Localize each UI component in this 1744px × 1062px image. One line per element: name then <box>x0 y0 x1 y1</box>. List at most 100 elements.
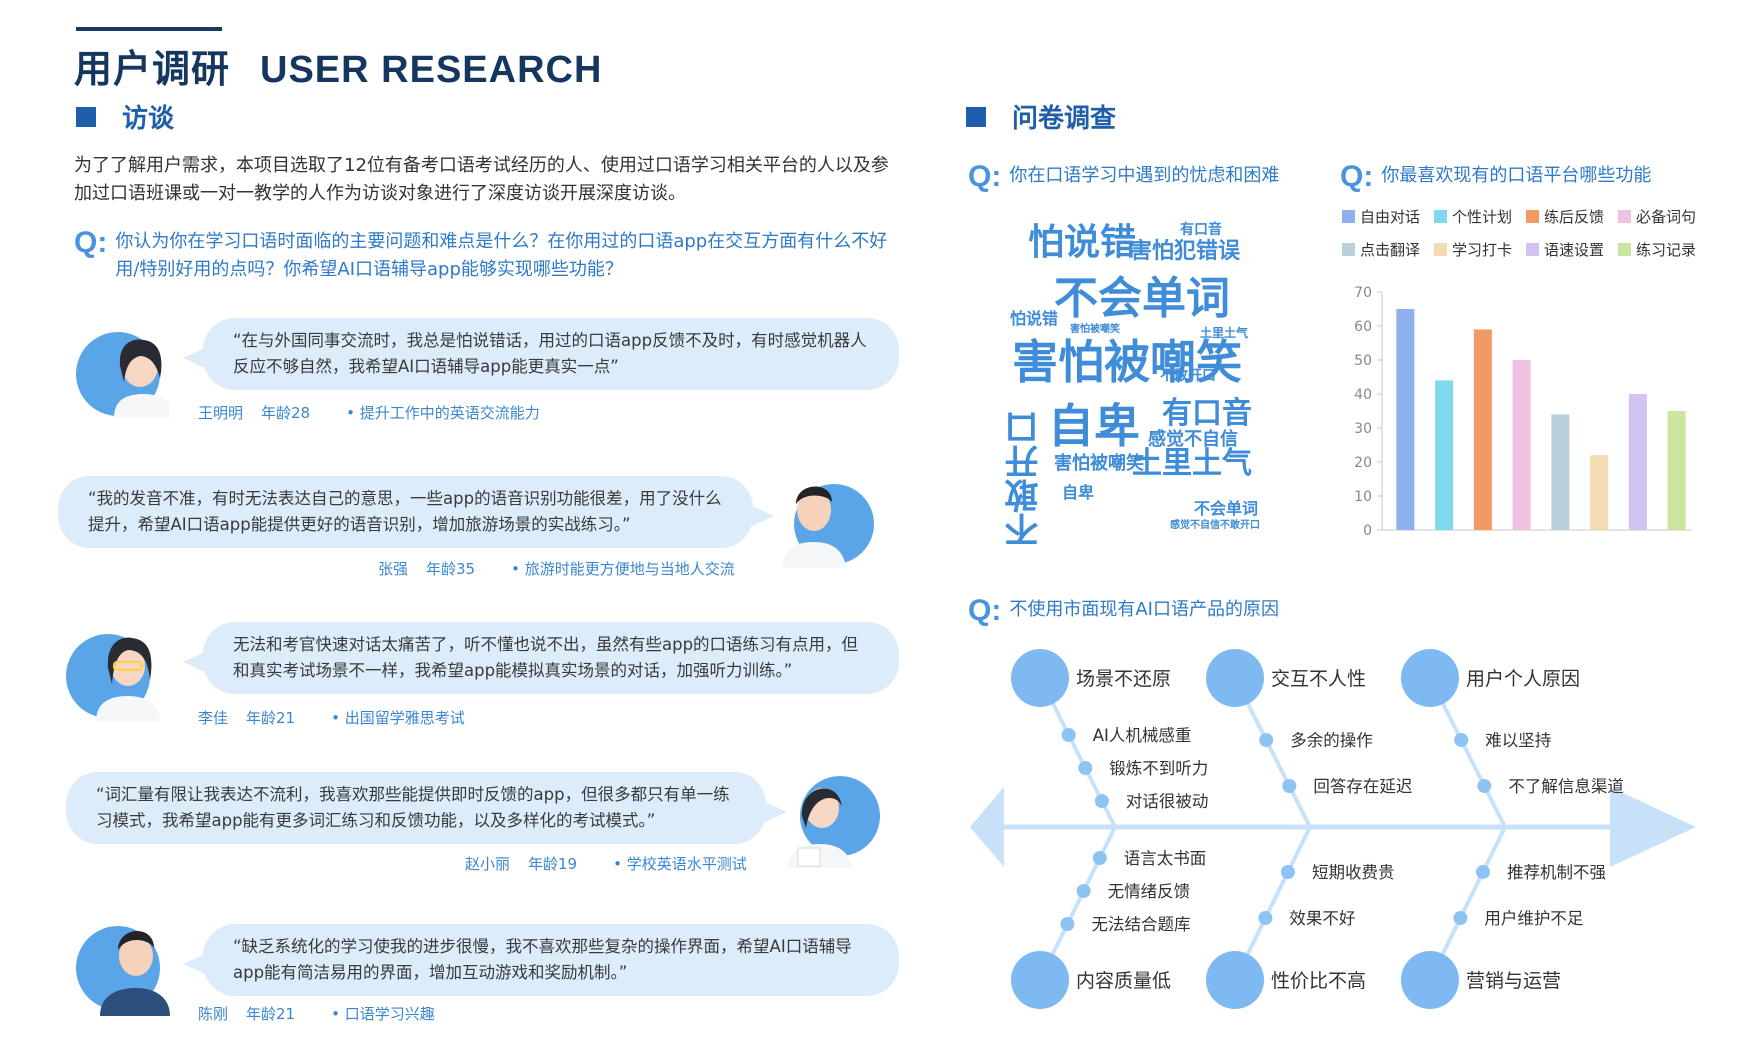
y-tick-label: 0 <box>1363 523 1372 539</box>
word-cloud-word: 怕说错 <box>1010 309 1059 328</box>
cause-circle <box>1011 951 1069 1009</box>
cause-circle <box>1011 649 1069 707</box>
survey-question-3-text: 不使用市面现有AI口语产品的原因 <box>1009 599 1279 620</box>
interviewee-goal: • 出国留学雅思考试 <box>331 709 465 727</box>
page-title-en: USER RESEARCH <box>260 49 603 91</box>
quote-text: “缺乏系统化的学习使我的进步很慢，我不喜欢那些复杂的操作界面，希望AI口语辅导a… <box>233 937 852 982</box>
y-tick-label: 50 <box>1354 353 1372 369</box>
interviewee-meta: 李佳年龄21• 出国留学雅思考试 <box>198 707 483 728</box>
word-cloud-word: 感觉不自信 <box>1148 429 1238 450</box>
item-dot <box>1258 911 1273 925</box>
legend-swatch <box>1434 243 1448 256</box>
y-tick-label: 20 <box>1354 455 1372 471</box>
legend-label: 必备词句 <box>1636 208 1697 226</box>
cause-item: 锻炼不到听力 <box>1109 759 1208 778</box>
legend-item: 练后反馈 <box>1526 206 1604 227</box>
bar-2 <box>1435 380 1454 530</box>
chart-legend: 自由对话 个性计划 练后反馈 必备词句 点击翻译 学习打卡 语速设置 练习记录 <box>1342 206 1722 272</box>
survey-question-3: Q: 不使用市面现有AI口语产品的原因 <box>968 596 1279 626</box>
item-dot <box>1061 728 1076 742</box>
legend-swatch <box>1618 210 1632 223</box>
quote-text: 无法和考官快速对话太痛苦了，听不懂也说不出，虽然有些app的口语练习有点用，但和… <box>233 635 859 680</box>
interviewee-name: 陈刚 <box>198 1005 229 1023</box>
q-mark: Q: <box>74 226 108 259</box>
y-tick-label: 70 <box>1354 285 1372 301</box>
cause-item: 用户维护不足 <box>1484 909 1583 928</box>
bubble-tail <box>183 652 205 672</box>
q-mark: Q: <box>968 160 1002 193</box>
y-tick-label: 60 <box>1354 319 1372 335</box>
y-tick-label: 40 <box>1354 387 1372 403</box>
interview-heading-text: 访谈 <box>122 104 175 134</box>
cause-item: 回答存在延迟 <box>1313 777 1412 796</box>
cause-heading: 场景不还原 <box>1076 668 1171 690</box>
interviewee-age: 年龄21 <box>246 1005 296 1023</box>
interviewee-name: 张强 <box>378 560 409 578</box>
quote-bubble: “缺乏系统化的学习使我的进步很慢，我不喜欢那些复杂的操作界面，希望AI口语辅导a… <box>203 924 899 996</box>
legend-swatch <box>1342 243 1355 256</box>
square-icon <box>76 106 96 127</box>
legend-swatch <box>1618 243 1632 256</box>
cause-item: 多余的操作 <box>1290 731 1373 750</box>
y-tick-label: 10 <box>1354 489 1372 505</box>
word-cloud-word: 害怕犯错误 <box>1130 239 1241 264</box>
item-dot <box>1280 865 1295 879</box>
word-cloud: 怕说错 不会单词 害怕被嘲笑 自卑 有口音 土里土气 不敢开口 感觉不自信 害怕… <box>1005 215 1280 547</box>
survey-question-2-text: 你最喜欢现有的口语平台哪些功能 <box>1381 165 1652 186</box>
bar-5 <box>1551 414 1570 530</box>
item-dot <box>1060 917 1075 931</box>
interviewee-meta: 张强年龄35• 旅游时能更方便地与当地人交流 <box>378 558 753 579</box>
quote-bubble: 无法和考官快速对话太痛苦了，听不懂也说不出，虽然有些app的口语练习有点用，但和… <box>203 622 899 694</box>
item-dot <box>1453 911 1468 925</box>
cause-item: 推荐机制不强 <box>1507 863 1606 882</box>
word-cloud-word: 不会单词 <box>1194 499 1259 518</box>
legend-item: 自由对话 <box>1342 206 1420 227</box>
avatar-woman-icon <box>76 332 170 418</box>
word-cloud-word: 害怕被嘲笑 <box>1054 453 1144 474</box>
legend-swatch <box>1434 210 1448 223</box>
interviewee-age: 年龄19 <box>528 855 578 873</box>
cause-heading: 性价比不高 <box>1271 970 1366 992</box>
quote-bubble: “我的发音不准，有时无法表达自己的意思，一些app的语音识别功能很差，用了没什么… <box>58 476 753 548</box>
cause-item: 无法结合题库 <box>1091 915 1190 934</box>
page-title: 用户调研 USER RESEARCH <box>74 38 602 93</box>
survey-question-1: Q: 你在口语学习中遇到的忧虑和困难 <box>968 162 1279 192</box>
interviewee-meta: 赵小丽年龄19• 学校英语水平测试 <box>465 853 765 874</box>
cause-circle <box>1206 649 1264 707</box>
q-mark: Q: <box>1340 160 1374 193</box>
word-cloud-word: 土里土气 <box>1200 326 1249 340</box>
survey-question-1-text: 你在口语学习中遇到的忧虑和困难 <box>1009 165 1280 186</box>
cause-heading: 营销与运营 <box>1466 970 1561 992</box>
word-cloud-word: 害怕被嘲笑 <box>1012 335 1242 389</box>
legend-label: 个性计划 <box>1452 208 1513 226</box>
legend-swatch <box>1526 243 1540 256</box>
interview-heading: 访谈 <box>76 98 174 135</box>
interviewee-meta: 陈刚年龄21• 口语学习兴趣 <box>198 1003 453 1024</box>
page-title-cn: 用户调研 <box>74 47 231 91</box>
item-dot <box>1477 779 1492 793</box>
item-dot <box>1475 865 1490 879</box>
interviewee-goal: • 提升工作中的英语交流能力 <box>346 404 540 422</box>
cause-item: 短期收费贵 <box>1312 863 1395 882</box>
legend-label: 练习记录 <box>1636 241 1697 259</box>
bubble-tail <box>183 954 205 974</box>
interviewee-meta: 王明明年龄28• 提升工作中的英语交流能力 <box>198 402 558 423</box>
item-dot <box>1078 761 1093 775</box>
item-dot <box>1259 733 1274 747</box>
word-cloud-word: 不敢开口 <box>1160 368 1216 384</box>
word-cloud-word: 土里土气 <box>1132 446 1252 481</box>
cause-item: 难以坚持 <box>1485 731 1551 750</box>
item-dot <box>1092 851 1107 865</box>
cause-item: AI人机械感重 <box>1093 726 1192 745</box>
legend-item: 必备词句 <box>1618 206 1696 227</box>
interviewee-goal: • 学校英语水平测试 <box>613 855 747 873</box>
word-cloud-word: 有口音 <box>1180 222 1222 238</box>
legend-item: 练习记录 <box>1618 239 1696 260</box>
bubble-tail <box>765 802 787 822</box>
survey-heading-text: 问卷调查 <box>1012 104 1117 134</box>
quote-bubble: “词汇量有限让我表达不流利，我喜欢那些能提供即时反馈的app，但很多都只有单一练… <box>66 772 766 844</box>
avatar-man-icon <box>782 484 874 568</box>
cause-heading: 用户个人原因 <box>1466 668 1580 690</box>
cause-item: 不了解信息渠道 <box>1508 777 1624 796</box>
